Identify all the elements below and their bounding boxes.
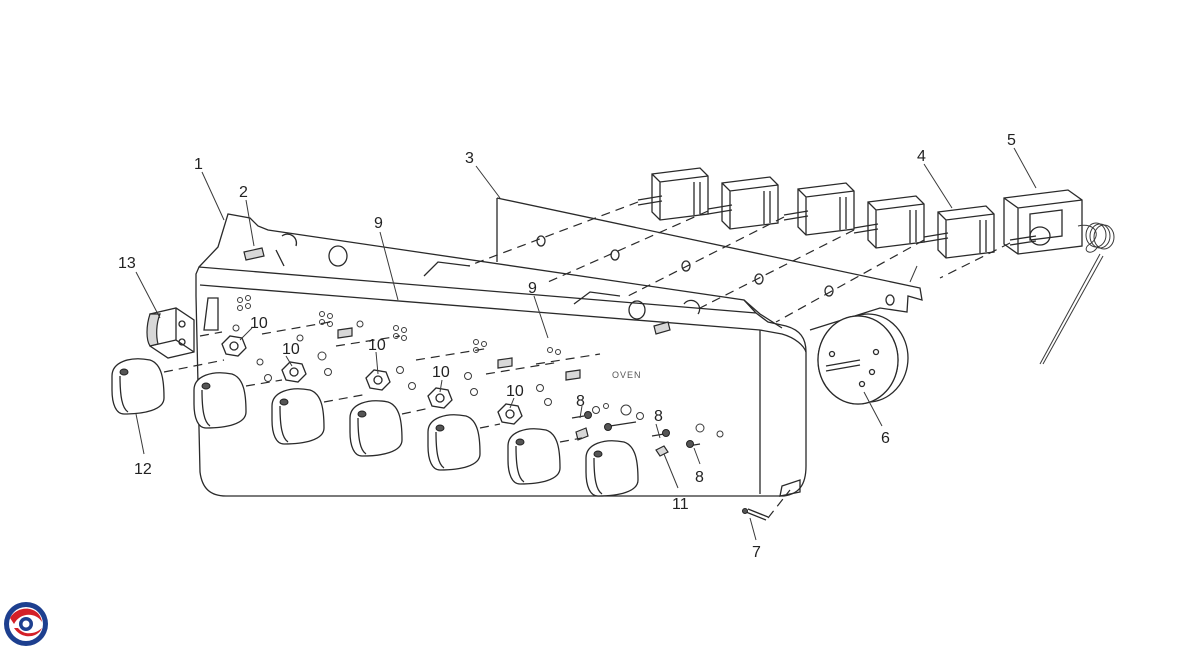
screws [571, 411, 701, 448]
callout-2: 2 [239, 184, 248, 201]
assembly-lines-rear [467, 201, 1011, 323]
oven-label: OVEN [612, 370, 642, 380]
regulator-5 [923, 205, 995, 259]
callout-4: 4 [917, 148, 926, 165]
rear-bracket [496, 197, 923, 331]
control-knobs [111, 358, 639, 497]
company-logo-icon [4, 602, 48, 646]
oven-thermostat [1003, 189, 1115, 365]
callout-9: 9 [528, 280, 537, 297]
callout-5: 5 [1007, 132, 1016, 149]
nut [281, 361, 307, 383]
regulator-2 [707, 176, 779, 230]
callout-10: 10 [432, 364, 450, 381]
knob [585, 440, 639, 497]
callout-8: 8 [654, 408, 663, 425]
callout-11: 11 [672, 496, 689, 513]
nut [427, 387, 453, 409]
knob [507, 428, 561, 485]
callout-13: 13 [118, 255, 136, 272]
callout-10: 10 [250, 315, 268, 332]
nut [221, 335, 247, 357]
callout-6: 6 [881, 430, 890, 447]
spindle-bushes [243, 247, 671, 381]
nut [497, 403, 523, 425]
leader-lines [135, 147, 1037, 541]
assembly-lines-front [163, 359, 583, 443]
callout-10: 10 [506, 383, 524, 400]
knob [271, 388, 325, 445]
control-panel: OVEN [195, 213, 807, 497]
callout-labels: 1 2 3 4 5 6 7 8 8 8 9 9 10 10 10 10 10 1… [118, 132, 1016, 561]
regulator-4 [853, 195, 925, 249]
callout-9: 9 [374, 215, 383, 232]
energy-regulators [637, 167, 995, 259]
callout-12: 12 [134, 461, 152, 478]
regulator-3 [783, 182, 855, 236]
nuts [221, 335, 523, 425]
knob [111, 358, 165, 415]
nut [365, 369, 391, 391]
callout-1: 1 [194, 156, 203, 173]
knob [349, 400, 403, 457]
oven-timer [817, 313, 909, 405]
callout-8: 8 [695, 469, 704, 486]
regulator-1 [637, 167, 709, 221]
fixing-screw [742, 489, 791, 521]
callout-7: 7 [752, 544, 761, 561]
knob [427, 414, 481, 471]
callout-10: 10 [368, 337, 386, 354]
rocker-switch [146, 307, 195, 359]
callout-8: 8 [576, 393, 585, 410]
panel-holes [232, 295, 724, 438]
indicator-lamp [575, 427, 669, 457]
callout-3: 3 [465, 150, 474, 167]
callout-10: 10 [282, 341, 300, 358]
knob [193, 372, 247, 429]
panel-dashes [199, 321, 601, 375]
